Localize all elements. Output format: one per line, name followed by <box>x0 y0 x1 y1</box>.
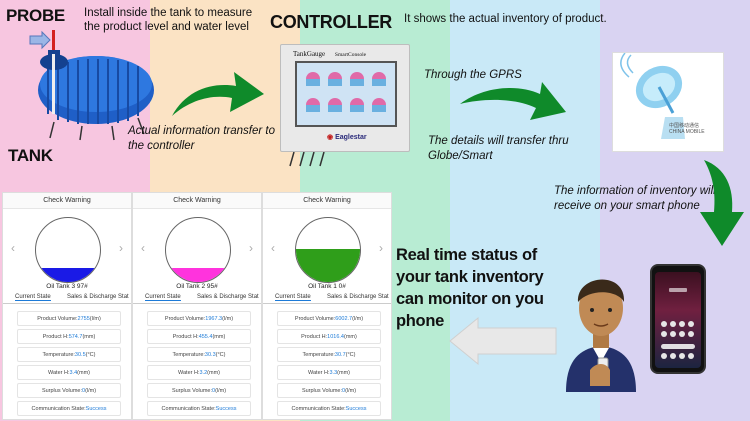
chevron-left-icon[interactable]: ‹ <box>11 241 15 255</box>
product-volume-row: Product Volume:2755(l/m) <box>17 311 121 326</box>
product-volume-row: Product Volume:6002.7(l/m) <box>277 311 381 326</box>
product-height-row: Product H:1016.4(mm) <box>277 329 381 344</box>
temperature-row: Temperature:30.7(°C) <box>277 347 381 362</box>
temperature-row: Temperature:30.5(°C) <box>17 347 121 362</box>
arrow-tank-to-controller <box>172 72 264 116</box>
chevron-left-icon[interactable]: ‹ <box>141 241 145 255</box>
tank-illustration <box>29 30 154 141</box>
tank-name: Oil Tank 2 95# <box>176 283 218 290</box>
tab-current-state[interactable]: Current State <box>15 294 51 301</box>
person-avatar <box>566 279 636 392</box>
chevron-right-icon[interactable]: › <box>119 241 123 255</box>
tab-sales-discharge[interactable]: Sales & Discharge Stat <box>327 294 389 300</box>
controller-brand: TankGauge SmartConsole <box>293 50 366 58</box>
tab-current-state[interactable]: Current State <box>275 294 311 301</box>
card-tabs: Current State Sales & Discharge Stat <box>3 293 131 304</box>
chevron-left-icon[interactable]: ‹ <box>271 241 275 255</box>
controller-logo: ◉ Eaglestar <box>327 133 367 141</box>
check-warning-header[interactable]: Check Warning <box>263 193 391 209</box>
surplus-volume-row: Surplus Volume:0(l/m) <box>277 383 381 398</box>
temperature-row: Temperature:30.3(°C) <box>147 347 251 362</box>
surplus-volume-row: Surplus Volume:0(l/m) <box>147 383 251 398</box>
tank-name: Oil Tank 1 0# <box>308 283 346 290</box>
check-warning-header[interactable]: Check Warning <box>3 193 131 209</box>
communication-state-row: Communication State:Success <box>147 401 251 416</box>
controller-caption: It shows the actual inventory of product… <box>404 13 607 25</box>
controller-screen <box>295 61 397 127</box>
controller-title: CONTROLLER <box>270 12 392 32</box>
tank-level-fill <box>36 267 100 282</box>
controller-cables <box>289 152 325 167</box>
probe-title: PROBE <box>6 6 65 25</box>
tab-sales-discharge[interactable]: Sales & Discharge Stat <box>67 294 129 300</box>
tank-level-fill <box>296 248 360 282</box>
tank-name: Oil Tank 3 97# <box>46 283 88 290</box>
product-height-row: Product H:574.7(mm) <box>17 329 121 344</box>
arrow-controller-to-tower <box>460 82 566 120</box>
water-height-row: Water H:3.4(mm) <box>17 365 121 380</box>
tank-title: TANK <box>8 146 53 165</box>
card-tabs: Current State Sales & Discharge Stat <box>133 293 261 304</box>
probe-caption: Install inside the tank to measure the p… <box>84 7 253 33</box>
product-volume-row: Product Volume:1967.3(l/m) <box>147 311 251 326</box>
arrow-tower-to-phone <box>700 160 744 246</box>
smartphone <box>650 264 706 374</box>
tab-current-state[interactable]: Current State <box>145 294 181 301</box>
controller-device: TankGauge SmartConsole ◉ Eaglestar <box>280 44 410 152</box>
actual-info-caption: Actual information transfer to the contr… <box>128 125 276 152</box>
surplus-volume-row: Surplus Volume:0(l/m) <box>17 383 121 398</box>
check-warning-header[interactable]: Check Warning <box>133 193 261 209</box>
tank-level-gauge <box>35 217 101 283</box>
satellite-dish-icon <box>620 52 685 139</box>
communication-state-row: Communication State:Success <box>277 401 381 416</box>
gprs-caption: Through the GPRS <box>424 69 522 81</box>
water-height-row: Water H:3.3(mm) <box>277 365 381 380</box>
controller-brand-title: TankGauge <box>293 50 326 58</box>
product-height-row: Product H:455.4(mm) <box>147 329 251 344</box>
tank-level-gauge <box>295 217 361 283</box>
smartphone-screen <box>655 272 701 368</box>
tower-panel: 中国移动通信 CHINA MOBILE <box>612 52 724 152</box>
water-height-row: Water H:3.2(mm) <box>147 365 251 380</box>
tank-card[interactable]: Check Warning ‹ › Oil Tank 1 0# Current … <box>262 192 392 420</box>
tab-sales-discharge[interactable]: Sales & Discharge Stat <box>197 294 259 300</box>
tank-level-gauge <box>165 217 231 283</box>
details-caption: The details will transfer thru Globe/Sma… <box>428 135 569 162</box>
chevron-right-icon[interactable]: › <box>379 241 383 255</box>
communication-state-row: Communication State:Success <box>17 401 121 416</box>
controller-brand-sub: SmartConsole <box>334 52 367 58</box>
controller-screen-graphic <box>306 72 386 112</box>
card-tabs: Current State Sales & Discharge Stat <box>263 293 391 304</box>
controller-logo-text: Eaglestar <box>335 134 367 141</box>
realtime-caption: Real time status of your tank inventory … <box>396 246 544 330</box>
tank-level-fill <box>166 267 230 282</box>
tank-card[interactable]: Check Warning ‹ › Oil Tank 3 97# Current… <box>2 192 132 420</box>
app-icons-grid <box>661 288 695 359</box>
tank-card[interactable]: Check Warning ‹ › Oil Tank 2 95# Current… <box>132 192 262 420</box>
tower-label: 中国移动通信 CHINA MOBILE <box>669 123 705 135</box>
arrow-to-phone-screens <box>449 316 557 366</box>
chevron-right-icon[interactable]: › <box>249 241 253 255</box>
inventory-caption: The information of inventory will receiv… <box>554 185 716 212</box>
eagle-icon: ◉ <box>327 134 334 141</box>
